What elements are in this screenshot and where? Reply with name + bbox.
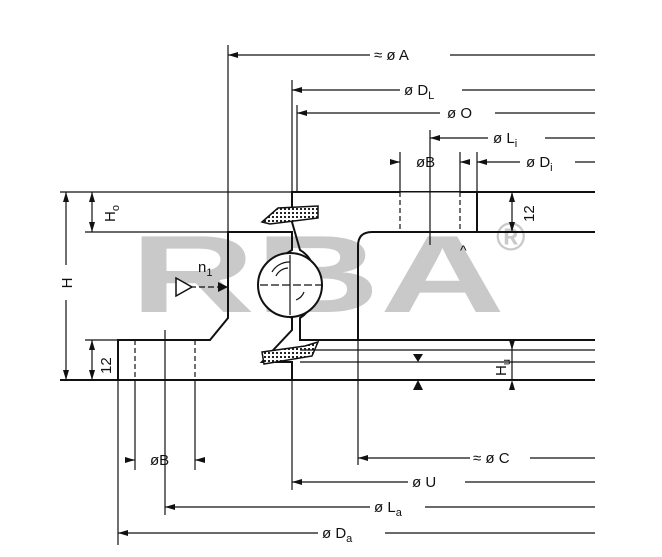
dim-O-label: ø O <box>447 105 472 122</box>
dim-B-top-label: øB <box>416 154 435 171</box>
dim-C-label: ≈ ø C <box>473 450 510 467</box>
dim-Da-label: ø Da <box>322 525 353 545</box>
extension-lines <box>60 45 478 545</box>
surface-mark-icon: ^ <box>460 242 467 258</box>
dim-Di-label: ø Di <box>526 154 553 174</box>
dim-DL-label: ø DL <box>404 82 434 102</box>
top-seal <box>260 205 319 225</box>
dim-12-left-label: 12 <box>98 357 115 374</box>
n1-label: n1 <box>198 259 212 279</box>
dim-A-label: ≈ ø A <box>374 47 409 64</box>
dimension-lines <box>65 54 595 534</box>
dim-12-right-label: 12 <box>521 205 538 222</box>
ring-edge-lines <box>60 191 595 381</box>
dim-B-bottom-label: øB <box>150 452 169 469</box>
dim-La-label: ø La <box>374 499 403 519</box>
reference-triangle-icon <box>175 276 194 298</box>
dim-U-label: ø U <box>412 474 436 491</box>
dim-Ho-label: Ho <box>102 205 122 222</box>
dim-Hu-label: Hu <box>493 359 513 376</box>
arrowheads <box>63 52 515 536</box>
bottom-seal <box>261 340 320 365</box>
dim-H-label: H <box>59 278 76 289</box>
dim-Li-label: ø Li <box>493 130 517 150</box>
